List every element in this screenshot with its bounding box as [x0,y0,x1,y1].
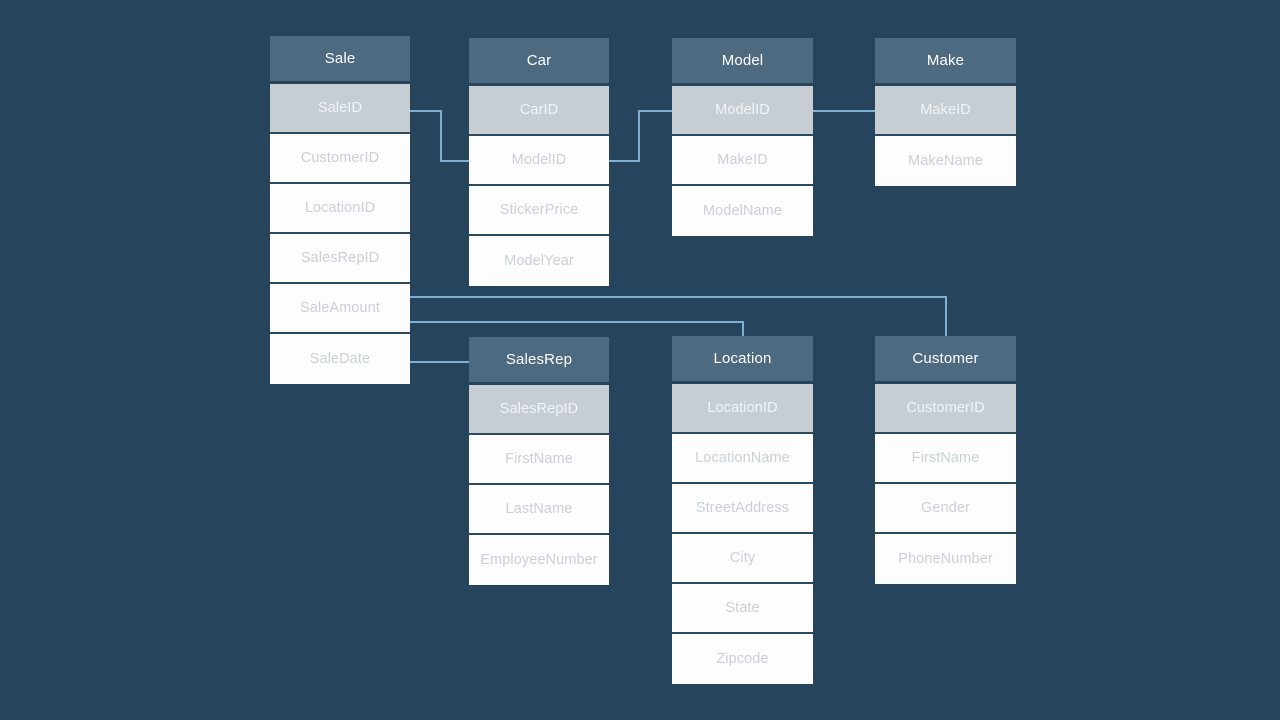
attribute-row-car-2[interactable]: StickerPrice [469,186,609,236]
connector-sale-customerid-to-customer [409,296,947,337]
attribute-row-make-1[interactable]: MakeName [875,136,1016,186]
attribute-row-salesrep-2[interactable]: LastName [469,485,609,535]
primary-key-row-customer-0[interactable]: CustomerID [875,384,1016,434]
attribute-row-car-1[interactable]: ModelID [469,136,609,186]
entity-title-sale: Sale [270,36,410,84]
attribute-row-sale-4[interactable]: SaleAmount [270,284,410,334]
primary-key-row-sale-0[interactable]: SaleID [270,84,410,134]
attribute-row-sale-3[interactable]: SalesRepID [270,234,410,284]
attribute-row-customer-2[interactable]: Gender [875,484,1016,534]
entity-title-make: Make [875,38,1016,86]
primary-key-row-salesrep-0[interactable]: SalesRepID [469,385,609,435]
attribute-row-location-5[interactable]: Zipcode [672,634,813,684]
attribute-row-salesrep-1[interactable]: FirstName [469,435,609,485]
attribute-row-sale-2[interactable]: LocationID [270,184,410,234]
connector-sale-locationid-to-location [409,321,744,337]
entity-title-model: Model [672,38,813,86]
attribute-row-customer-3[interactable]: PhoneNumber [875,534,1016,584]
attribute-row-location-1[interactable]: LocationName [672,434,813,484]
attribute-row-model-1[interactable]: MakeID [672,136,813,186]
entity-title-salesrep: SalesRep [469,337,609,385]
connector-sale-saleid-to-car-modelid [409,110,470,162]
connector-car-modelid-to-model-modelid [608,110,672,162]
attribute-row-model-2[interactable]: ModelName [672,186,813,236]
attribute-row-sale-1[interactable]: CustomerID [270,134,410,184]
entity-title-customer: Customer [875,336,1016,384]
attribute-row-car-3[interactable]: ModelYear [469,236,609,286]
primary-key-row-make-0[interactable]: MakeID [875,86,1016,136]
primary-key-row-location-0[interactable]: LocationID [672,384,813,434]
attribute-row-location-3[interactable]: City [672,534,813,584]
primary-key-row-car-0[interactable]: CarID [469,86,609,136]
entity-title-car: Car [469,38,609,86]
attribute-row-sale-5[interactable]: SaleDate [270,334,410,384]
attribute-row-location-2[interactable]: StreetAddress [672,484,813,534]
attribute-row-customer-1[interactable]: FirstName [875,434,1016,484]
entity-title-location: Location [672,336,813,384]
attribute-row-location-4[interactable]: State [672,584,813,634]
primary-key-row-model-0[interactable]: ModelID [672,86,813,136]
attribute-row-salesrep-3[interactable]: EmployeeNumber [469,535,609,585]
